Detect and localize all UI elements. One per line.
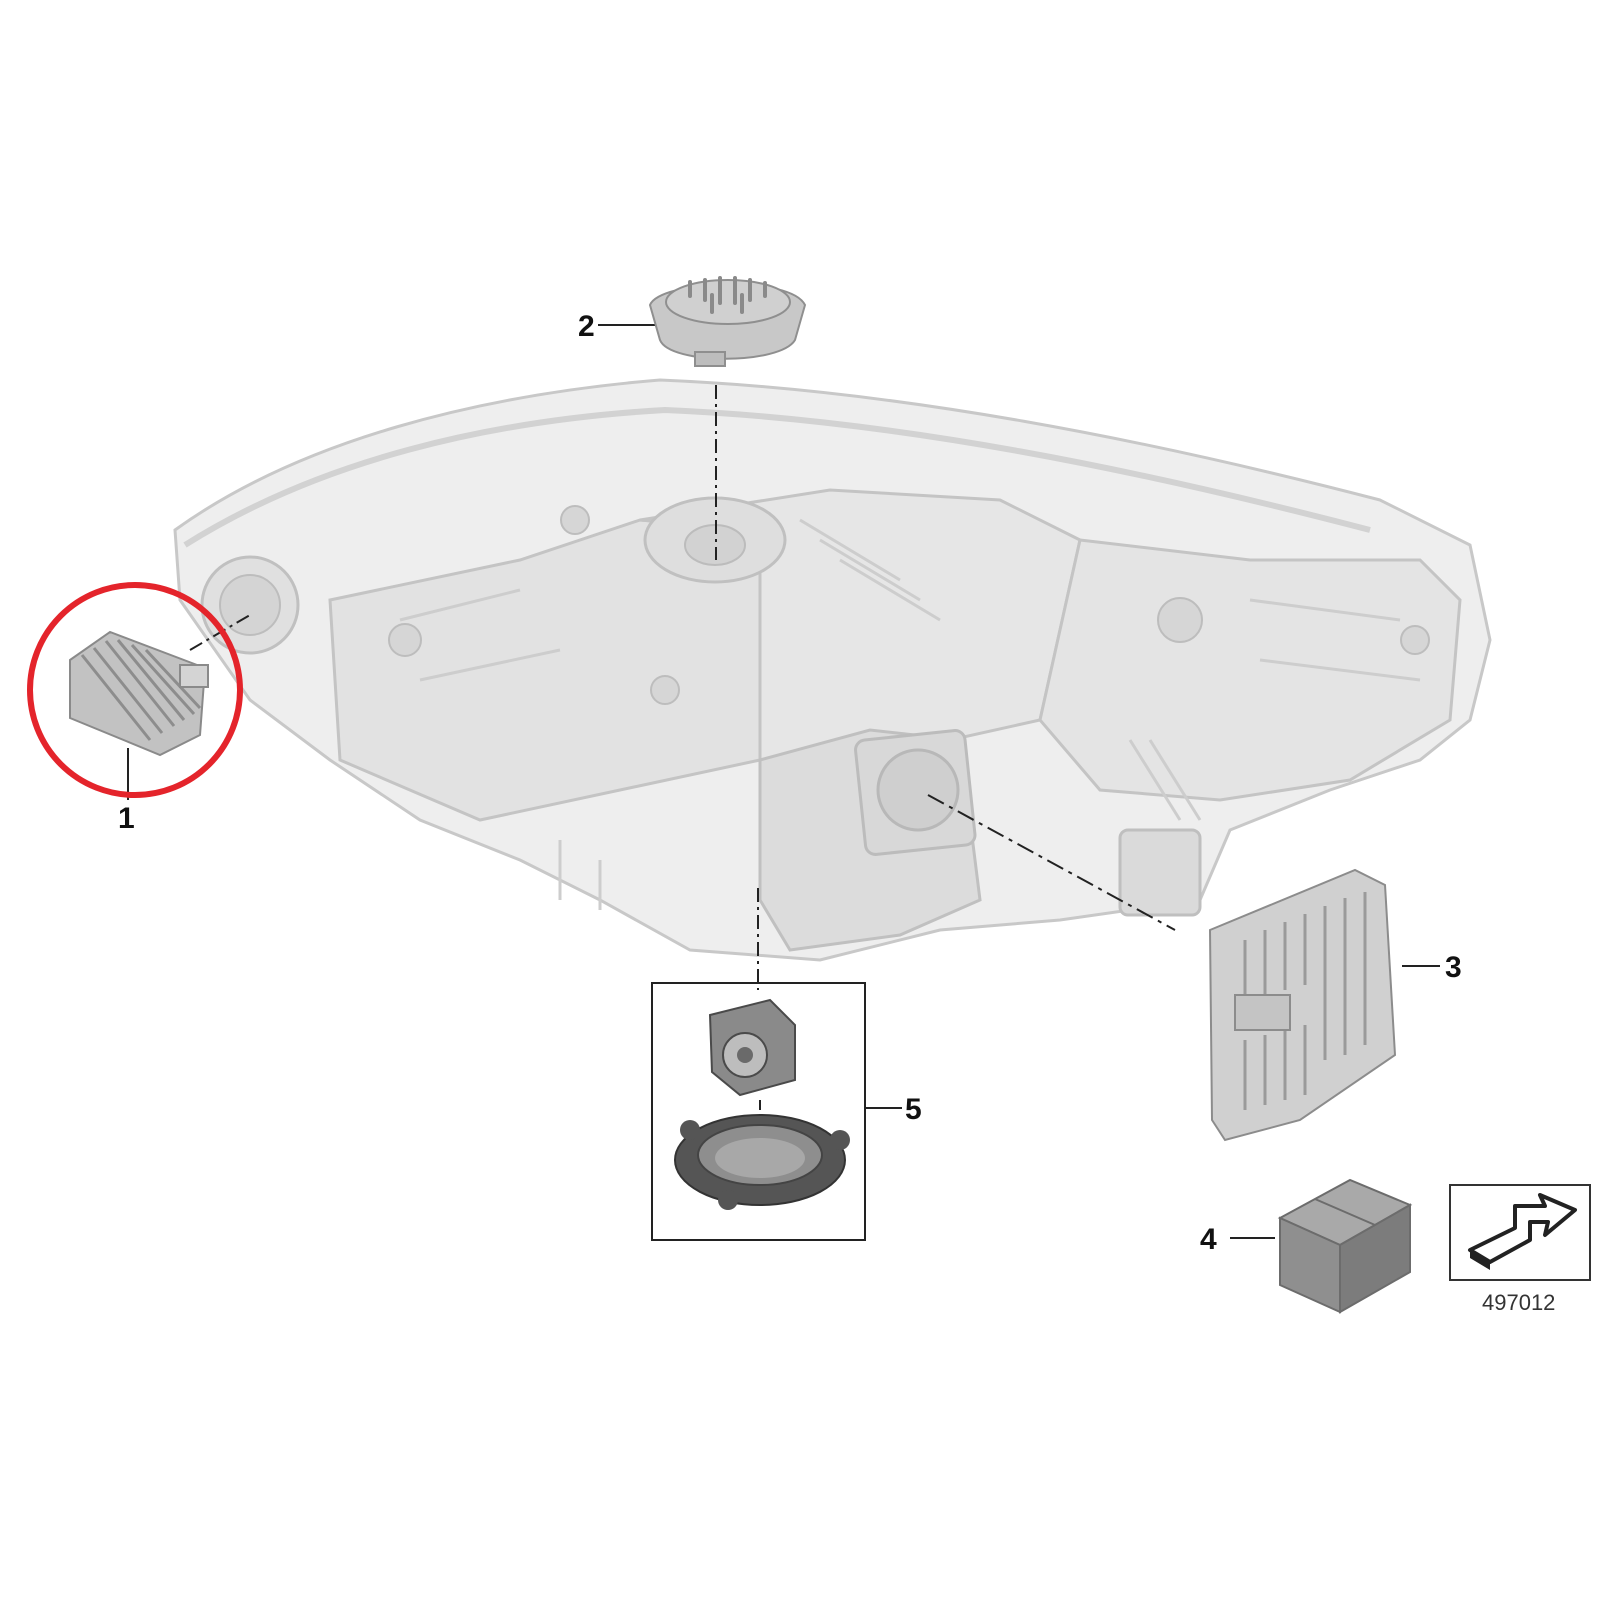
part-5-base-ear-left — [680, 1120, 700, 1140]
part-5-base — [674, 1114, 850, 1210]
part-5-box — [651, 982, 866, 1241]
part-2-pins — [688, 276, 767, 314]
axis-line-3 — [927, 794, 1176, 931]
part-4-parts-box — [1277, 1178, 1413, 1314]
nav-icon-arrow-shadow — [1470, 1250, 1490, 1270]
part-1-connector — [179, 664, 209, 688]
part-5-base-ear-bottom — [718, 1190, 738, 1210]
part-5-fan-center — [737, 1047, 753, 1063]
highlight-circle — [27, 582, 243, 798]
housing-bosses — [388, 505, 1430, 705]
navigation-arrow-icon — [1449, 1184, 1591, 1281]
part-2-tab — [694, 351, 726, 367]
part-4-tape — [1314, 1198, 1376, 1226]
part-3-block — [1234, 994, 1291, 1031]
callout-3: 3 — [1445, 951, 1462, 984]
housing-ribs — [399, 518, 1421, 910]
callout-1: 1 — [118, 802, 135, 835]
low-beam-opening — [876, 748, 960, 832]
part-1-led-driver — [69, 630, 209, 757]
part-3-control-unit — [1208, 868, 1397, 1142]
part-2-led-module — [648, 276, 807, 367]
part-5-fan — [708, 998, 796, 1097]
housing-lens-rim — [183, 406, 1371, 548]
callout-5: 5 — [905, 1093, 922, 1126]
headlight-housing — [173, 378, 1492, 962]
housing-body-right — [1038, 538, 1462, 802]
part-5-base-floor — [715, 1138, 805, 1178]
part-5-base-ear-right — [830, 1130, 850, 1150]
nav-icon-arrow — [1468, 1193, 1577, 1264]
callout-4: 4 — [1200, 1223, 1217, 1256]
part-1-fins — [80, 639, 202, 741]
part-2-top — [665, 279, 791, 325]
right-connector — [1118, 828, 1202, 917]
part-3-body — [1208, 868, 1397, 1142]
left-socket-inner — [219, 574, 281, 636]
leader-lines — [127, 324, 1440, 1239]
part-4-side — [1339, 1203, 1411, 1314]
callout-2: 2 — [578, 310, 595, 343]
part-3-fins — [1243, 892, 1367, 1110]
reference-number: 497012 — [1482, 1290, 1555, 1315]
